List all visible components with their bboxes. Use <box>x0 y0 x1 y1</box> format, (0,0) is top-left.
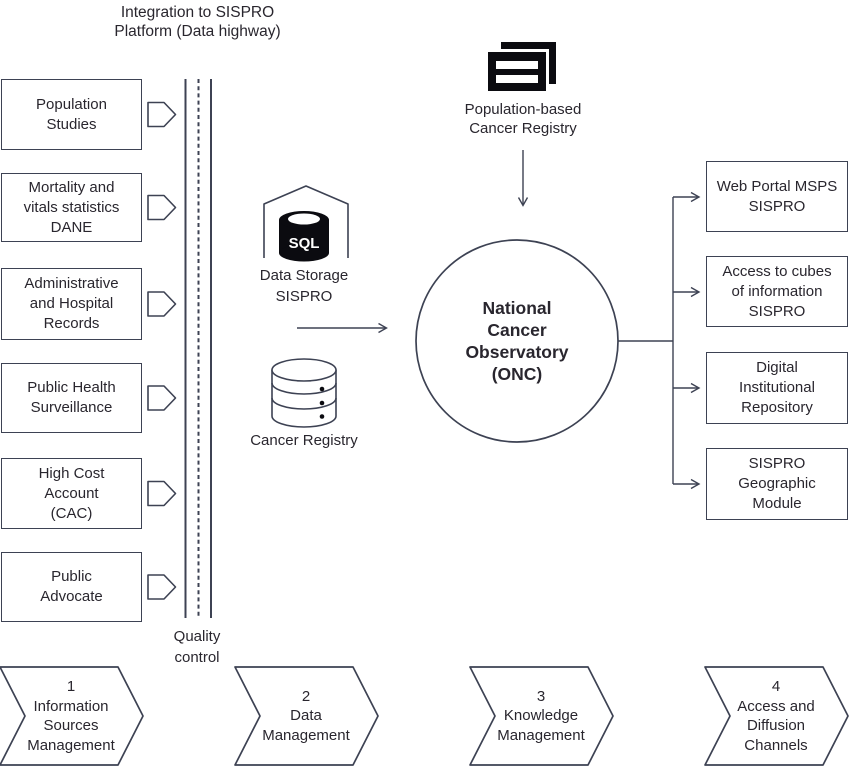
registry-down-arrow <box>517 150 529 207</box>
step-chevron-2 <box>234 666 379 766</box>
sql-icon-label: SQL <box>289 235 320 252</box>
source-arrow-icon <box>147 385 177 411</box>
step-chevrons <box>0 666 849 766</box>
step-number: 4 <box>771 678 781 695</box>
data-highway-lines <box>184 79 212 618</box>
stacked-database-icon <box>271 358 337 428</box>
step-3-text: 3 Knowledge Management <box>486 671 596 761</box>
storage-to-onc-arrow <box>297 322 388 334</box>
output-box-geographic-module: SISPRO Geographic Module <box>706 448 848 520</box>
source-box-mortality-dane: Mortality and vitals statistics DANE <box>1 173 142 242</box>
onc-output-connector <box>618 191 701 490</box>
step-label: Data Management <box>262 707 350 744</box>
documents-icon <box>485 42 556 94</box>
diagram-title: Integration to SISPRO Platform (Data hig… <box>114 4 281 40</box>
step-label: Access and Diffusion Channels <box>737 697 815 754</box>
step-number: 2 <box>301 687 311 705</box>
step-chevron-4 <box>704 666 849 766</box>
output-box-cubes-information: Access to cubes of information SISPRO <box>706 256 848 327</box>
source-arrow-icon <box>147 480 177 507</box>
sql-database-icon: SQL <box>263 185 349 262</box>
source-arrow-icons <box>147 101 177 600</box>
population-registry-label: Population-based Cancer Registry <box>464 101 582 137</box>
step-number: 3 <box>536 687 546 705</box>
output-box-digital-repository: Digital Institutional Repository <box>706 352 848 424</box>
onc-label: National Cancer Observatory (ONC) <box>465 298 569 384</box>
step-label: Knowledge Management <box>497 707 585 744</box>
source-arrow-icon <box>147 101 177 128</box>
source-box-public-health-surveillance: Public Health Surveillance <box>1 363 142 433</box>
quality-control-label: Quality control <box>173 628 221 666</box>
source-arrow-icon <box>147 291 177 317</box>
source-box-public-advocate: Public Advocate <box>1 552 142 622</box>
step-number: 1 <box>66 678 76 695</box>
step-4-text: 4 Access and Diffusion Channels <box>721 671 831 761</box>
step-chevron-3 <box>469 666 614 766</box>
data-storage-label: Data Storage SISPRO <box>259 267 349 305</box>
source-box-high-cost-account: High Cost Account (CAC) <box>1 458 142 529</box>
step-1-text: 1 Information Sources Management <box>16 671 126 761</box>
step-chevron-1 <box>0 666 144 766</box>
onc-circle <box>415 239 619 443</box>
source-arrow-icon <box>147 574 177 600</box>
step-label: Information Sources Management <box>27 697 115 754</box>
source-box-administrative-records: Administrative and Hospital Records <box>1 268 142 340</box>
source-arrow-icon <box>147 194 177 221</box>
source-box-population-studies: Population Studies <box>1 79 142 150</box>
step-2-text: 2 Data Management <box>251 671 361 761</box>
cancer-registry-label: Cancer Registry <box>250 432 358 449</box>
output-box-web-portal: Web Portal MSPS SISPRO <box>706 161 848 232</box>
